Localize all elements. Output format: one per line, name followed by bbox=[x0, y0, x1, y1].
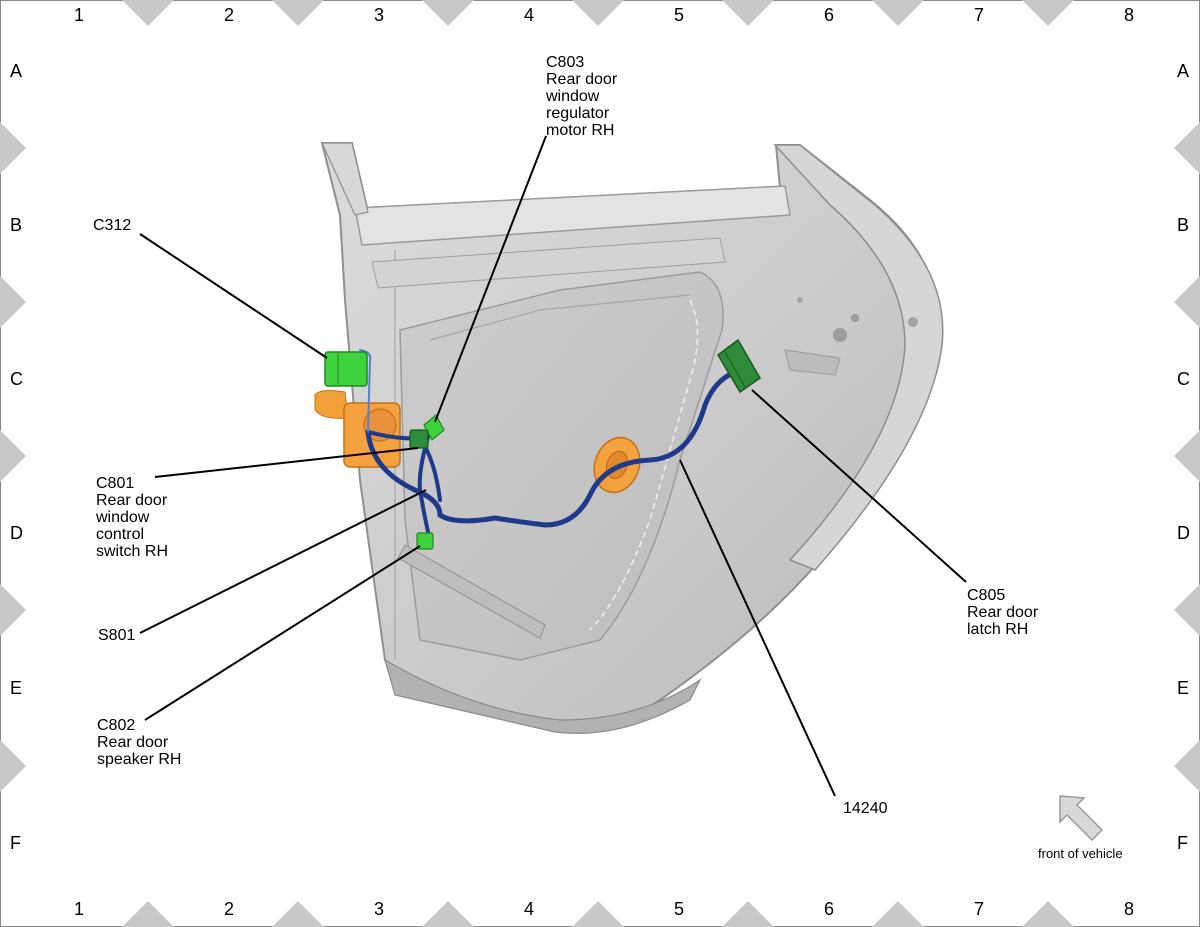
callout-harness-14240: 14240 bbox=[843, 800, 888, 817]
connector-c803 bbox=[423, 414, 445, 441]
grid-row-right-f: F bbox=[1177, 833, 1188, 853]
leader-lines bbox=[139, 135, 967, 797]
grid-col-top-2: 2 bbox=[224, 5, 235, 25]
grid-row-left-a: A bbox=[10, 61, 23, 81]
grid-row-left-d: D bbox=[10, 523, 23, 543]
grid-col-bottom-3: 3 bbox=[374, 899, 385, 919]
grid-col-top-8: 8 bbox=[1124, 5, 1135, 25]
grid-col-top-6: 6 bbox=[824, 5, 835, 25]
callout-s801: S801 bbox=[98, 627, 136, 644]
grid-row-left-f: F bbox=[10, 833, 21, 853]
callout-c803: C803 Rear door window regulator motor RH bbox=[546, 54, 618, 139]
grid-col-top-3: 3 bbox=[374, 5, 385, 25]
grid-row-right-a: A bbox=[1177, 61, 1190, 81]
grid-col-bottom-6: 6 bbox=[824, 899, 835, 919]
connector-c801 bbox=[409, 429, 429, 449]
grid-col-bottom-5: 5 bbox=[674, 899, 685, 919]
grid-row-right-c: C bbox=[1177, 369, 1190, 389]
grid-col-bottom-2: 2 bbox=[224, 899, 235, 919]
connector-c805 bbox=[717, 338, 761, 394]
grid-row-right-e: E bbox=[1177, 678, 1190, 698]
callout-c802: C802 Rear door speaker RH bbox=[97, 717, 182, 768]
grid-col-bottom-4: 4 bbox=[524, 899, 535, 919]
grid-row-right-d: D bbox=[1177, 523, 1190, 543]
front-of-vehicle-arrow-icon bbox=[1059, 795, 1104, 842]
grid-col-top-7: 7 bbox=[974, 5, 985, 25]
grid-row-left-b: B bbox=[10, 215, 23, 235]
callout-c801: C801 Rear door window control switch RH bbox=[96, 475, 169, 560]
grid-row-left-e: E bbox=[10, 678, 23, 698]
grid-col-top-1: 1 bbox=[74, 5, 85, 25]
connector-c312 bbox=[324, 351, 368, 387]
grid-col-top-4: 4 bbox=[524, 5, 535, 25]
grid-col-bottom-7: 7 bbox=[974, 899, 985, 919]
connector-c802 bbox=[416, 532, 434, 550]
grid-col-top-5: 5 bbox=[674, 5, 685, 25]
grid-row-right-b: B bbox=[1177, 215, 1190, 235]
callout-c312: C312 bbox=[93, 217, 132, 234]
rear-door-panel bbox=[320, 142, 944, 734]
callout-c805: C805 Rear door latch RH bbox=[967, 587, 1039, 638]
front-of-vehicle-label: front of vehicle bbox=[1038, 846, 1123, 861]
grid-col-bottom-8: 8 bbox=[1124, 899, 1135, 919]
grid-col-bottom-1: 1 bbox=[74, 899, 85, 919]
grid-row-left-c: C bbox=[10, 369, 23, 389]
